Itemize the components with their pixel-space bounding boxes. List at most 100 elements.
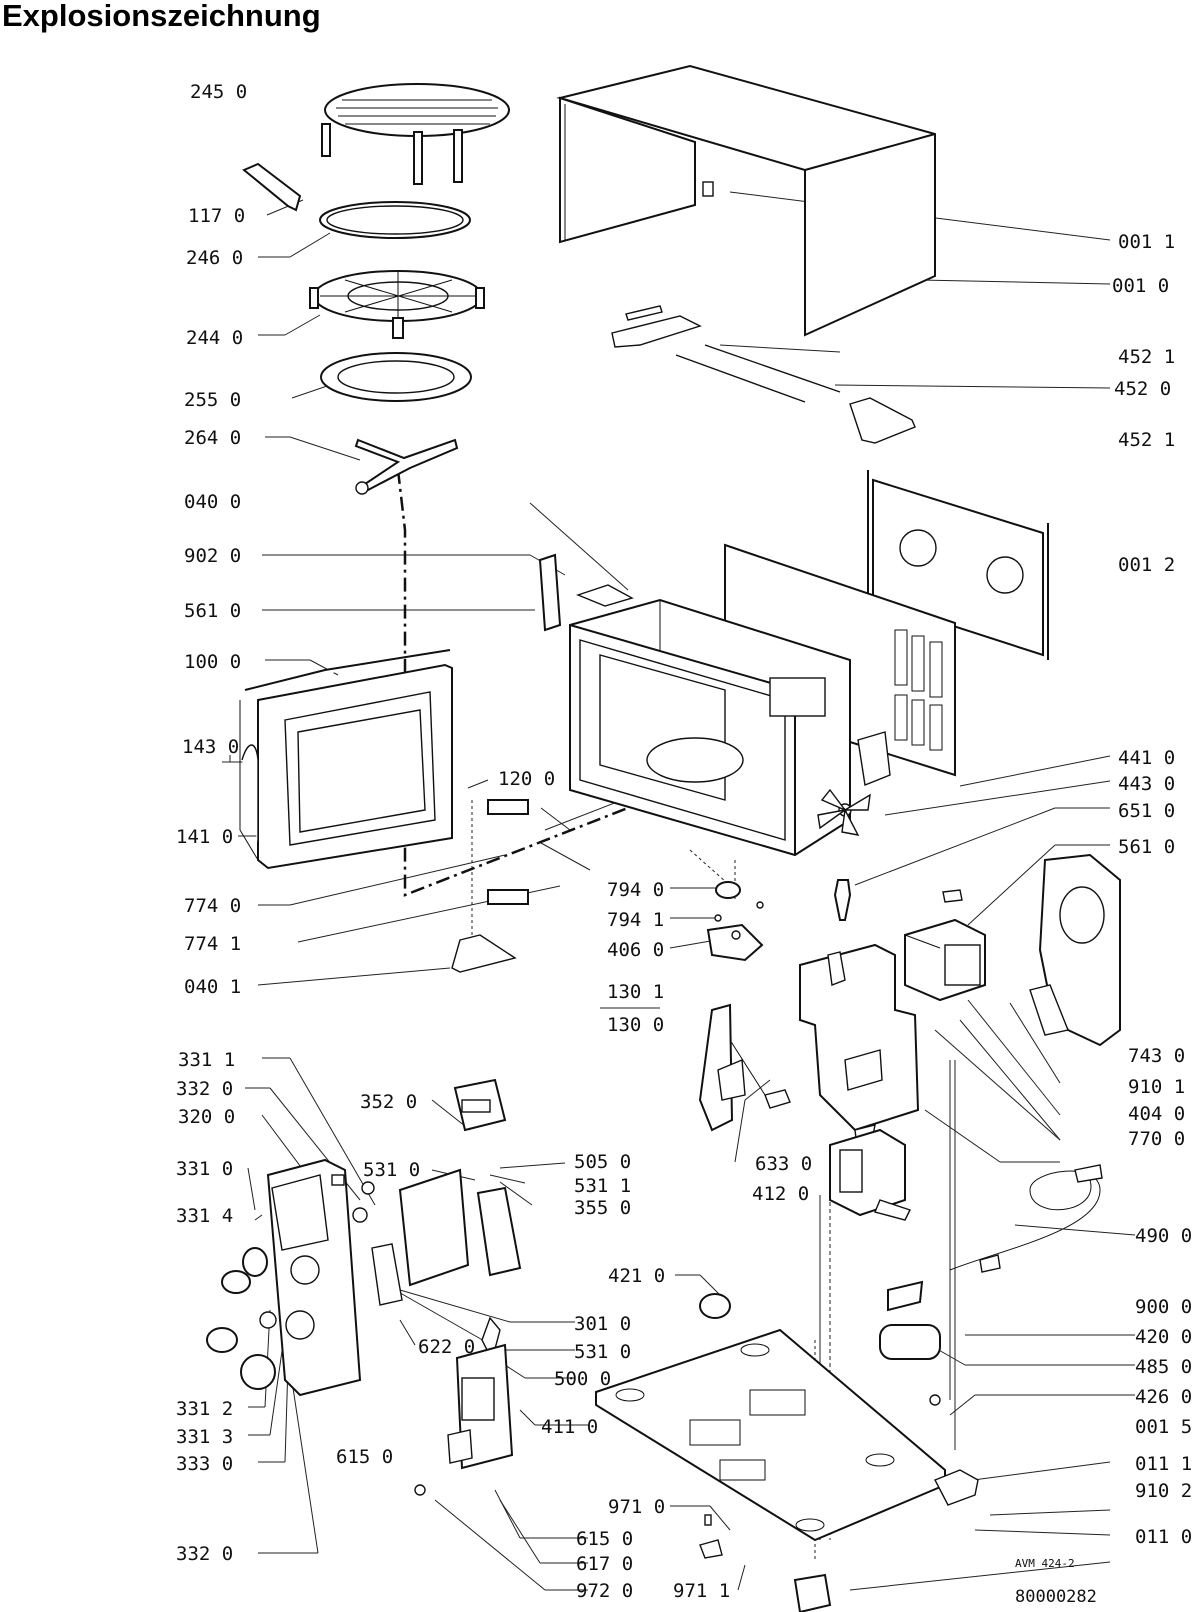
air-guide: [799, 943, 920, 1157]
part-label: 333 0: [176, 1453, 233, 1475]
part-label: 622 0: [418, 1336, 475, 1358]
turntable-coupler: [354, 438, 459, 495]
part-label: 900 0: [1135, 1296, 1192, 1318]
part-label: 040 1: [184, 976, 241, 998]
part-label: 485 0: [1135, 1356, 1192, 1378]
part-label: 143 0: [182, 736, 239, 758]
turntable-motor: [706, 881, 764, 962]
part-label: 332 0: [176, 1078, 233, 1100]
part-label: 910 1: [1128, 1076, 1185, 1098]
part-label: 561 0: [184, 600, 241, 622]
part-label: 531 1: [574, 1175, 631, 1197]
control-panel: [266, 1158, 362, 1397]
part-label: 443 0: [1118, 773, 1175, 795]
part-label: 001 2: [1118, 554, 1175, 576]
leader-lines: [222, 191, 1136, 1591]
part-label: 352 0: [360, 1091, 417, 1113]
roller-ring: [319, 201, 471, 239]
part-label: 426 0: [1135, 1386, 1192, 1408]
fan-duct: [1029, 853, 1121, 1047]
part-label: 421 0: [608, 1265, 665, 1287]
part-label: 331 0: [176, 1158, 233, 1180]
part-label: 246 0: [186, 247, 243, 269]
part-label: 320 0: [178, 1106, 235, 1128]
door-latches: [451, 553, 634, 973]
magnetron: [904, 918, 986, 1002]
part-label: 452 0: [1114, 378, 1171, 400]
door: [239, 649, 453, 870]
grill-rack: [321, 83, 510, 185]
lamp: [833, 879, 963, 921]
part-label: 130 1: [607, 981, 664, 1003]
part-label: 971 1: [673, 1580, 730, 1602]
part-label: 301 0: [574, 1313, 631, 1335]
part-label: 505 0: [574, 1151, 631, 1173]
part-label: 902 0: [184, 545, 241, 567]
part-label: 617 0: [576, 1553, 633, 1575]
shaft-axis: [396, 469, 739, 897]
turntable-plate: [320, 352, 472, 402]
power-cord: [949, 1164, 1103, 1273]
part-label: 412 0: [752, 1183, 809, 1205]
fan: [817, 731, 891, 836]
part-label: 001 0: [1112, 275, 1169, 297]
low-rack: [309, 270, 485, 339]
document-number: 80000282: [1015, 1587, 1097, 1607]
part-label: 100 0: [184, 651, 241, 673]
part-label: 331 2: [176, 1398, 233, 1420]
part-label: 971 0: [608, 1496, 665, 1518]
part-label: 531 0: [574, 1341, 631, 1363]
part-label: 331 4: [176, 1205, 233, 1227]
part-label: 441 0: [1118, 747, 1175, 769]
part-label: 130 0: [607, 1014, 664, 1036]
page-title: Explosionszeichnung: [2, 0, 321, 33]
transformer: [829, 1128, 911, 1221]
part-label: 490 0: [1135, 1225, 1192, 1247]
part-label: 561 0: [1118, 836, 1175, 858]
part-label: 244 0: [186, 327, 243, 349]
part-label: 651 0: [1118, 800, 1175, 822]
part-label: 774 1: [184, 933, 241, 955]
knobs: [206, 1181, 375, 1390]
part-label: 794 0: [607, 879, 664, 901]
part-label: 615 0: [576, 1528, 633, 1550]
part-label: 001 5: [1135, 1416, 1192, 1438]
part-labels: 245 0 117 0 246 0 244 0 255 0 264 0 040 …: [176, 81, 1192, 1602]
part-label: 331 1: [178, 1049, 235, 1071]
part-label: 743 0: [1128, 1045, 1185, 1067]
part-label: 011 1: [1135, 1453, 1192, 1475]
part-label: 120 0: [498, 768, 555, 790]
part-label: 531 0: [363, 1159, 420, 1181]
part-label: 770 0: [1128, 1128, 1185, 1150]
outer-casing: [556, 64, 936, 337]
part-label: 001 1: [1118, 231, 1175, 253]
part-label: 406 0: [607, 939, 664, 961]
part-label: 040 0: [184, 491, 241, 513]
thermal-fuse: [699, 1293, 731, 1319]
part-label: 972 0: [576, 1580, 633, 1602]
part-label: 774 0: [184, 895, 241, 917]
part-label: 452 1: [1118, 429, 1175, 451]
part-label: 910 2: [1135, 1480, 1192, 1502]
small-parts: [699, 1514, 723, 1559]
part-label: 332 0: [176, 1543, 233, 1565]
part-label: 117 0: [188, 205, 245, 227]
oven-cavity: [569, 598, 851, 857]
rails: [611, 305, 916, 444]
part-label: 452 1: [1118, 346, 1175, 368]
handle-tool: [242, 162, 302, 212]
part-label: 264 0: [184, 427, 241, 449]
part-label: 245 0: [190, 81, 247, 103]
part-label: 411 0: [541, 1416, 598, 1438]
part-label: 420 0: [1135, 1326, 1192, 1348]
part-label: 633 0: [755, 1153, 812, 1175]
part-label: 404 0: [1128, 1103, 1185, 1125]
capacitor: [879, 1280, 941, 1406]
part-label: 141 0: [176, 826, 233, 848]
feet: [793, 1469, 979, 1612]
control-electronics: [371, 1078, 522, 1496]
part-label: 331 3: [176, 1426, 233, 1448]
switch-bracket: [698, 1003, 791, 1132]
model-code: AVM 424-2: [1015, 1557, 1075, 1570]
